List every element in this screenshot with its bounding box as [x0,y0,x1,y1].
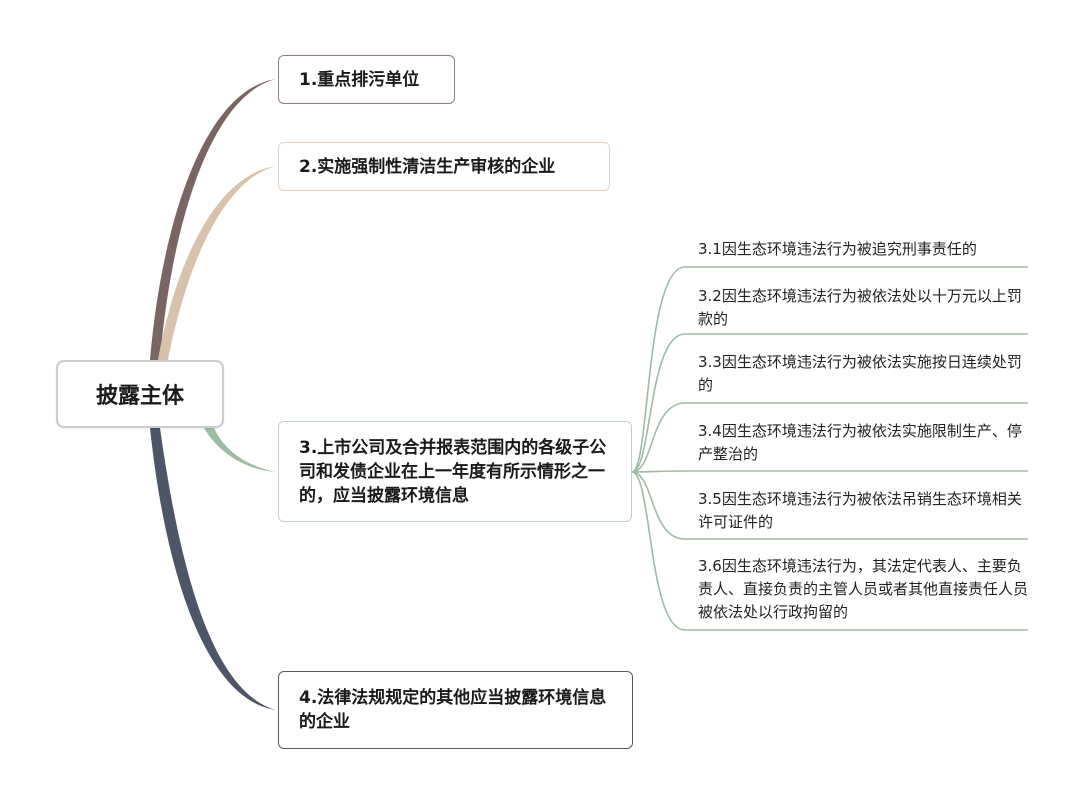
connector-3-to-3-3 [631,402,1028,473]
branch-label-4: 4.法律法规规定的其他应当披露环境信息的企业 [299,688,607,732]
sub-connectors [631,266,1028,631]
sub-item-3-6[interactable]: 3.6因生态环境违法行为，其法定代表人、主要负责人、直接负责的主管人员或者其他直… [698,557,1029,621]
connector-3-to-3-1 [631,266,1028,473]
sub-item-3-4[interactable]: 3.4因生态环境违法行为被依法实施限制生产、停产整治的 [698,422,1022,463]
branch-label-1: 1.重点排污单位 [299,69,420,90]
connector-3-to-3-5 [631,471,1028,540]
root-node[interactable]: 披露主体 [56,360,224,428]
connector-root-to-branch-1 [150,79,276,360]
branch-node-2[interactable]: 2.实施强制性清洁生产审核的企业 [278,142,610,191]
branch-label-3: 3.上市公司及合并报表范围内的各级子公司和发债企业在上一年度有所示情形之一的，应… [299,437,607,506]
sub-item-3-3[interactable]: 3.3因生态环境违法行为被依法实施按日连续处罚的 [698,353,1022,394]
connector-root-to-branch-4 [150,428,276,710]
branch-node-3[interactable]: 3.上市公司及合并报表范围内的各级子公司和发债企业在上一年度有所示情形之一的，应… [278,421,632,522]
connector-3-to-3-6 [631,471,1028,631]
sub-item-3-2[interactable]: 3.2因生态环境违法行为被依法处以十万元以上罚款的 [698,287,1022,328]
sub-item-3-1[interactable]: 3.1因生态环境违法行为被追究刑事责任的 [698,240,977,258]
sub-item-3-5[interactable]: 3.5因生态环境违法行为被依法吊销生态环境相关许可证件的 [698,490,1022,531]
connector-root-to-branch-2 [158,166,276,360]
connector-3-to-3-4 [631,470,1028,473]
branch-node-4[interactable]: 4.法律法规规定的其他应当披露环境信息的企业 [278,671,633,749]
branch-label-2: 2.实施强制性清洁生产审核的企业 [299,156,556,177]
connector-3-to-3-2 [631,333,1028,473]
root-label: 披露主体 [95,384,184,409]
branch-node-1[interactable]: 1.重点排污单位 [278,55,455,104]
connector-root-to-branch-3 [204,428,276,472]
